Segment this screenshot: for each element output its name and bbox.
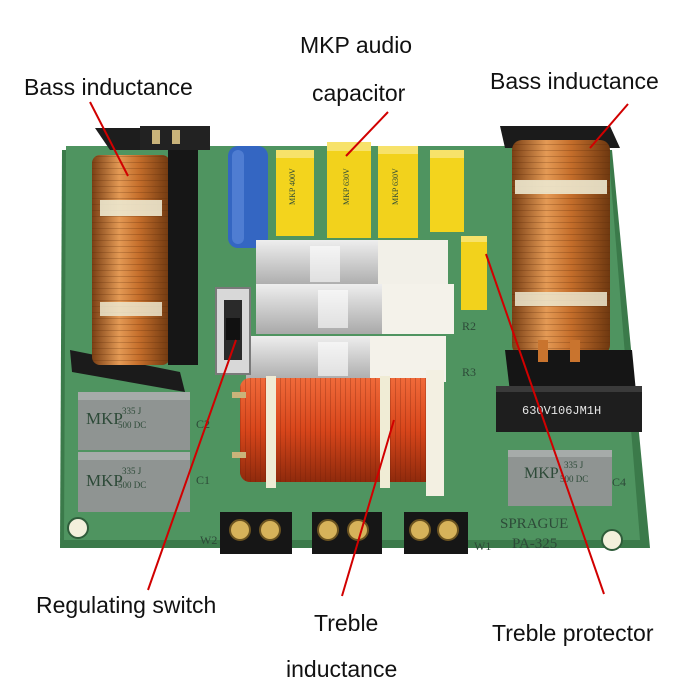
pointer-mkp	[345, 111, 389, 157]
mkp-capacitor-2: MKP 630V	[327, 142, 371, 238]
svg-text:MKP 630V: MKP 630V	[342, 168, 351, 205]
label-mkp-line2: capacitor	[312, 80, 406, 106]
label-bass-left: Bass inductance	[24, 74, 193, 100]
silk-c2: C2	[196, 417, 210, 431]
silk-c1: C1	[196, 473, 210, 487]
mkp-capacitor-1: MKP 400V	[276, 150, 314, 236]
blue-capacitor	[228, 146, 268, 248]
cap-left-top-volt: 500 DC	[118, 420, 146, 430]
terminal-block-w2	[220, 512, 292, 554]
cap-left-bottom-volt: 500 DC	[118, 480, 146, 490]
cap-right-grey-volt: 500 DC	[560, 474, 588, 484]
mkp-capacitor-3: MKP 630V	[378, 146, 418, 238]
svg-text:MKP 630V: MKP 630V	[391, 168, 400, 205]
label-treble-line1: Treble	[314, 610, 379, 636]
silk-brand: SPRAGUE	[500, 516, 568, 532]
bass-inductor-left	[70, 126, 210, 392]
label-regulating-switch: Regulating switch	[36, 592, 217, 618]
treble-protector-component	[461, 236, 487, 310]
svg-text:MKP 400V: MKP 400V	[288, 168, 297, 205]
pointer-bass-left	[89, 101, 129, 177]
pointer-treble	[341, 419, 395, 597]
resistor-2	[256, 284, 454, 334]
cap-right-black-marking: 630V106JM1H	[522, 404, 601, 418]
silk-r3: R3	[462, 365, 476, 379]
treble-inductor	[232, 370, 444, 496]
pointer-bass-right	[589, 103, 629, 149]
silk-c4: C4	[612, 475, 626, 489]
cap-left-top-rating: 335 J	[122, 406, 142, 416]
label-treble-protector: Treble protector	[492, 620, 654, 646]
mkp-capacitor-4	[430, 150, 464, 232]
mkp-capacitor-left-bottom: MKP 335 J 500 DC	[78, 452, 190, 512]
mkp-capacitor-left-top: MKP 335 J 500 DC	[78, 392, 190, 450]
cap-right-grey-rating: 335 J	[564, 460, 584, 470]
silk-w2: W2	[200, 533, 217, 547]
mount-hole-left	[67, 517, 89, 539]
regulating-switch	[215, 287, 251, 375]
resistor-1	[256, 240, 448, 288]
pointer-protector	[485, 253, 605, 595]
terminal-block-w1	[404, 512, 468, 554]
resistor-3	[246, 336, 446, 382]
label-mkp-line1: MKP audio	[300, 32, 413, 58]
film-capacitor-black: 630V106JM1H	[496, 386, 642, 432]
silk-w1: W1	[474, 539, 491, 553]
label-bass-right: Bass inductance	[490, 68, 659, 94]
terminal-block-middle	[312, 512, 382, 554]
cap-right-grey-mkp: MKP	[524, 465, 559, 482]
pointer-switch	[147, 339, 237, 591]
mount-hole-right	[601, 529, 623, 551]
cap-left-bottom-mkp: MKP	[86, 471, 123, 490]
silk-model: PA-325	[512, 536, 557, 552]
bass-inductor-right	[500, 126, 636, 392]
cap-left-bottom-rating: 335 J	[122, 466, 142, 476]
pointer-lines	[89, 101, 629, 597]
label-treble-line2: inductance	[286, 656, 398, 682]
silk-r2: R2	[462, 319, 476, 333]
cap-left-top-mkp: MKP	[86, 409, 123, 428]
mkp-capacitor-right: MKP 335 J 500 DC	[508, 450, 612, 506]
